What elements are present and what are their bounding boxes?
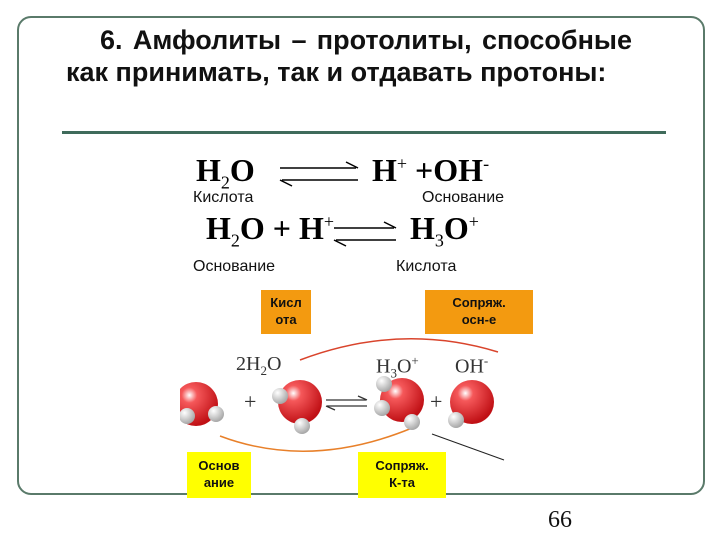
conj-acid-line2: К-та [389, 475, 415, 490]
eq1-h-ion: H [372, 152, 397, 188]
equilibrium-arrows-2 [333, 221, 397, 247]
conj-acid-line1: Сопряж. [375, 458, 429, 474]
equilibrium-arrows-1 [279, 161, 359, 187]
eq2-label-acid: Кислота [396, 258, 457, 275]
label-h3o-sub: 3 [390, 365, 397, 381]
conjugate-acid-box: Сопряж. К-та [358, 452, 446, 498]
equation1-left: H2O [196, 154, 255, 191]
conj-base-line1: Сопряж. [452, 295, 506, 311]
eq1-h-charge: + [396, 153, 408, 174]
eq2-o-plus-h: O + H [239, 210, 324, 246]
label-2h2o-o: O [266, 353, 282, 375]
slide-title: 6. Амфолиты – протолиты, способные как п… [66, 24, 632, 89]
eq1-sub2: 2 [220, 172, 230, 193]
equation1-right: H+ +OH- [372, 154, 489, 186]
eq2-h-charge: + [323, 211, 335, 232]
eq2-o: O [443, 210, 469, 246]
title-number: 6. [100, 25, 123, 55]
base-box: Основ ание [187, 452, 251, 498]
base-arc [219, 427, 413, 452]
label-oh: OH- [455, 354, 488, 377]
water-molecule-2 [272, 380, 322, 434]
label-2h2o-sub: 2 [260, 363, 267, 378]
equation2-left: H2O + H+ [206, 212, 334, 249]
title-underline [62, 131, 666, 134]
base-box-line2: ание [203, 475, 235, 490]
eq2-label-base: Основание [193, 258, 276, 275]
label-h3o-charge: + [411, 353, 419, 368]
eq1-label-base: Основание [422, 189, 505, 206]
label-2h2o: 2H2O [236, 354, 281, 377]
acid-box-line2: ота [275, 312, 297, 327]
title-text: Амфолиты – протолиты, способные как прин… [66, 25, 632, 88]
eq1-label-acid: Кислота [193, 189, 254, 206]
eq2-h3o-charge: + [468, 211, 479, 232]
hydroxide-molecule [448, 380, 494, 428]
conj-base-line2: осн-е [461, 312, 497, 327]
label-oh-charge: - [483, 353, 489, 368]
label-oh-text: OH [455, 355, 484, 378]
water-molecule-1 [180, 382, 224, 426]
hydronium-molecule [374, 376, 424, 430]
scene-equilibrium-arrows [325, 395, 368, 411]
scene-plus-left: + [244, 389, 257, 414]
equation2-right: H3O+ [410, 212, 479, 249]
label-2h2o-h: H [246, 353, 261, 375]
acid-arc [299, 338, 499, 361]
molecule-scene [180, 338, 505, 461]
acid-box: Кисл ота [261, 290, 311, 334]
conjugate-base-box: Сопряж. осн-е [425, 290, 533, 334]
eq2-sub2: 2 [230, 230, 240, 251]
label-h3o-o: O [396, 355, 412, 378]
eq2-sub3: 3 [434, 230, 444, 251]
base-box-line1: Основ [198, 458, 240, 474]
eq1-oh-charge: - [483, 153, 490, 174]
label-2h2o-coef: 2 [236, 353, 246, 375]
label-h3o: H3O+ [376, 354, 419, 380]
eq1-plus: + [415, 152, 434, 188]
label-h3o-h: H [376, 355, 391, 378]
scene-plus-right: + [430, 389, 443, 414]
pointer-line [431, 433, 505, 461]
page-number: 66 [548, 507, 572, 533]
acid-box-line1: Кисл [270, 295, 302, 311]
eq2-h3: H [410, 210, 435, 246]
eq1-oh: OH [433, 152, 484, 188]
eq1-o: O [229, 152, 255, 188]
eq1-h: H [196, 152, 221, 188]
eq2-h: H [206, 210, 231, 246]
